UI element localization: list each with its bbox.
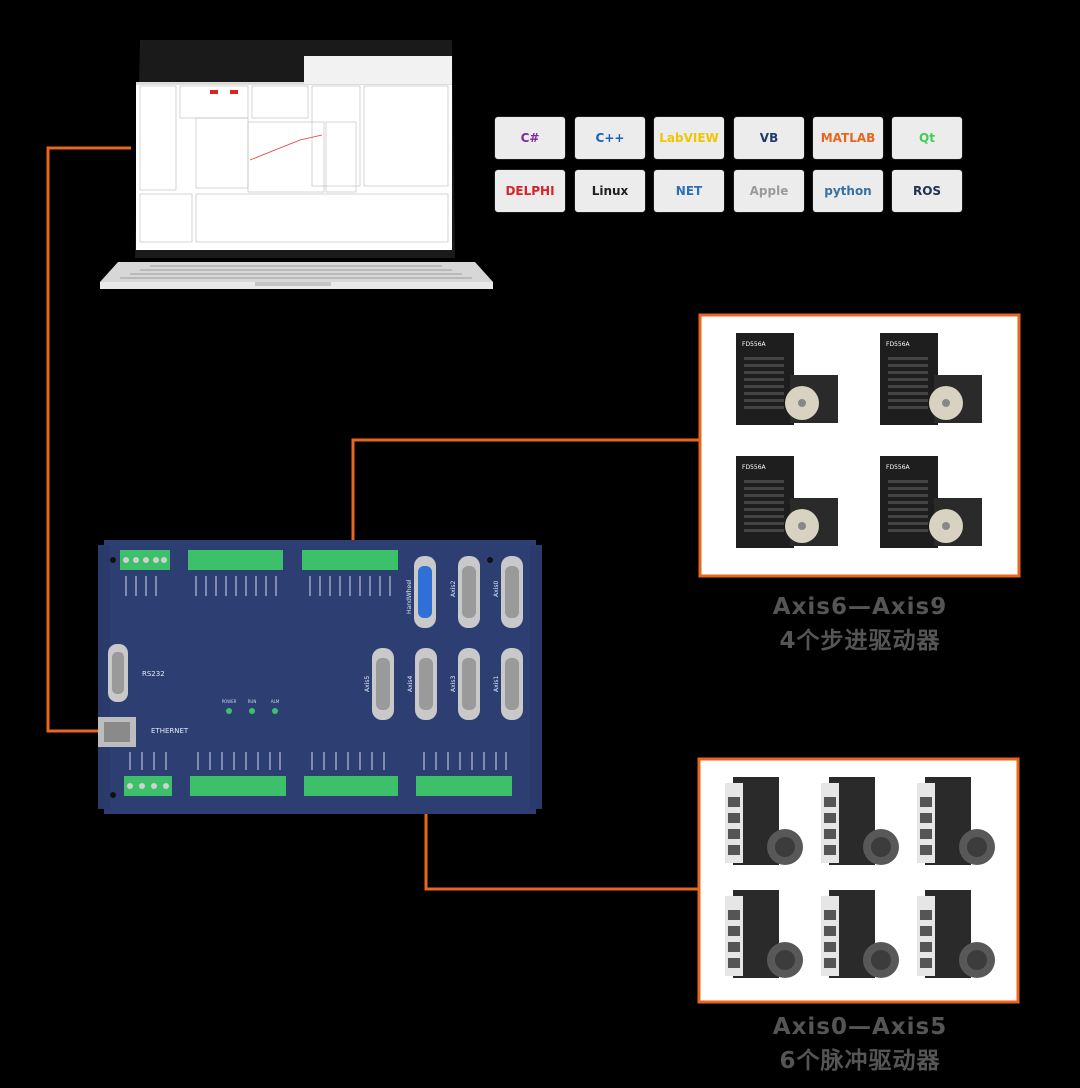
driver-model-label: FD556A [886, 464, 911, 471]
ros-icon: ROS [892, 170, 962, 212]
vb-icon: VB [734, 117, 804, 159]
axis5-connector [372, 648, 394, 720]
bottom-terminals [124, 776, 512, 796]
axis2-connector [458, 556, 480, 628]
axis0-connector [501, 556, 523, 628]
handwheel-connector [414, 556, 436, 628]
linux-icon: Linux [575, 170, 645, 212]
servo-driver [917, 890, 995, 978]
servo-driver [821, 890, 899, 978]
software-screen [139, 85, 449, 243]
language-label: Linux [591, 184, 629, 198]
driver-model-label: FD556A [742, 464, 767, 471]
qt-icon: Qt [892, 117, 962, 159]
axis-port-label: Axis0 [493, 581, 500, 597]
driver-model-label: FD556A [886, 341, 911, 348]
language-label: DELPHI [505, 184, 555, 198]
axis-port-label: Axis1 [493, 676, 500, 692]
language-label: python [824, 184, 872, 198]
servo-driver [725, 777, 803, 865]
language-label: C# [520, 131, 540, 145]
axis-port-label: Axis5 [364, 676, 371, 692]
servo-caption: Axis0—Axis5 6个脉冲驱动器 [700, 1010, 1020, 1078]
stepper-driver: FD556A [736, 456, 838, 548]
controller-board: POWER RUN ALM RS232 ETHERNET HandWheel A… [98, 540, 542, 814]
axis-port-label: Axis4 [407, 676, 414, 692]
axis4-connector [415, 648, 437, 720]
status-leds [226, 708, 278, 714]
handwheel-label: HandWheel [406, 579, 413, 614]
labview-icon: LabVIEW [654, 117, 724, 159]
servo-caption-line2: 6个脉冲驱动器 [779, 1048, 941, 1074]
axis3-connector [458, 648, 480, 720]
servo-driver [725, 890, 803, 978]
language-label: Qt [919, 131, 935, 145]
rs232-connector [108, 644, 128, 702]
axis-port-label: Axis2 [450, 581, 457, 597]
laptop-to-ethernet-wire [46, 146, 131, 733]
cplusplus-icon: C++ [575, 117, 645, 159]
csharp-icon: C# [495, 117, 565, 159]
dotnet-icon: NET [654, 170, 724, 212]
rs232-label: RS232 [142, 670, 165, 678]
led-label: RUN [248, 699, 257, 704]
delphi-icon: DELPHI [495, 170, 565, 212]
ethernet-port [98, 717, 136, 747]
servo-driver-group [697, 757, 1020, 1004]
servo-driver [917, 777, 995, 865]
language-label: Apple [749, 184, 789, 198]
servo-driver [821, 777, 899, 865]
stepper-caption-line2: 4个步进驱动器 [779, 628, 941, 654]
servo-caption-line1: Axis0—Axis5 [772, 1014, 948, 1040]
led-label: POWER [222, 699, 237, 704]
language-label: MATLAB [820, 131, 876, 145]
led-label: ALM [271, 699, 280, 704]
ethernet-label: ETHERNET [151, 727, 189, 735]
driver-model-label: FD556A [742, 341, 767, 348]
stepper-driver: FD556A [880, 333, 982, 425]
stepper-caption-line1: Axis6—Axis9 [772, 594, 948, 620]
stepper-driver-group: FD556A FD556A FD556A FD556A [698, 313, 1021, 578]
stepper-driver: FD556A [736, 333, 838, 425]
language-label: VB [759, 131, 779, 145]
language-label: ROS [912, 184, 942, 198]
language-label: C++ [595, 131, 625, 145]
language-label: LabVIEW [659, 131, 719, 145]
matlab-icon: MATLAB [813, 117, 883, 159]
language-label: NET [675, 184, 703, 198]
axis-port-label: Axis3 [450, 676, 457, 692]
axis1-connector [501, 648, 523, 720]
python-icon: python [813, 170, 883, 212]
stepper-caption: Axis6—Axis9 4个步进驱动器 [700, 590, 1020, 658]
laptop [100, 40, 493, 289]
apple-icon: Apple [734, 170, 804, 212]
stepper-wire [351, 438, 700, 564]
stepper-driver: FD556A [880, 456, 982, 548]
